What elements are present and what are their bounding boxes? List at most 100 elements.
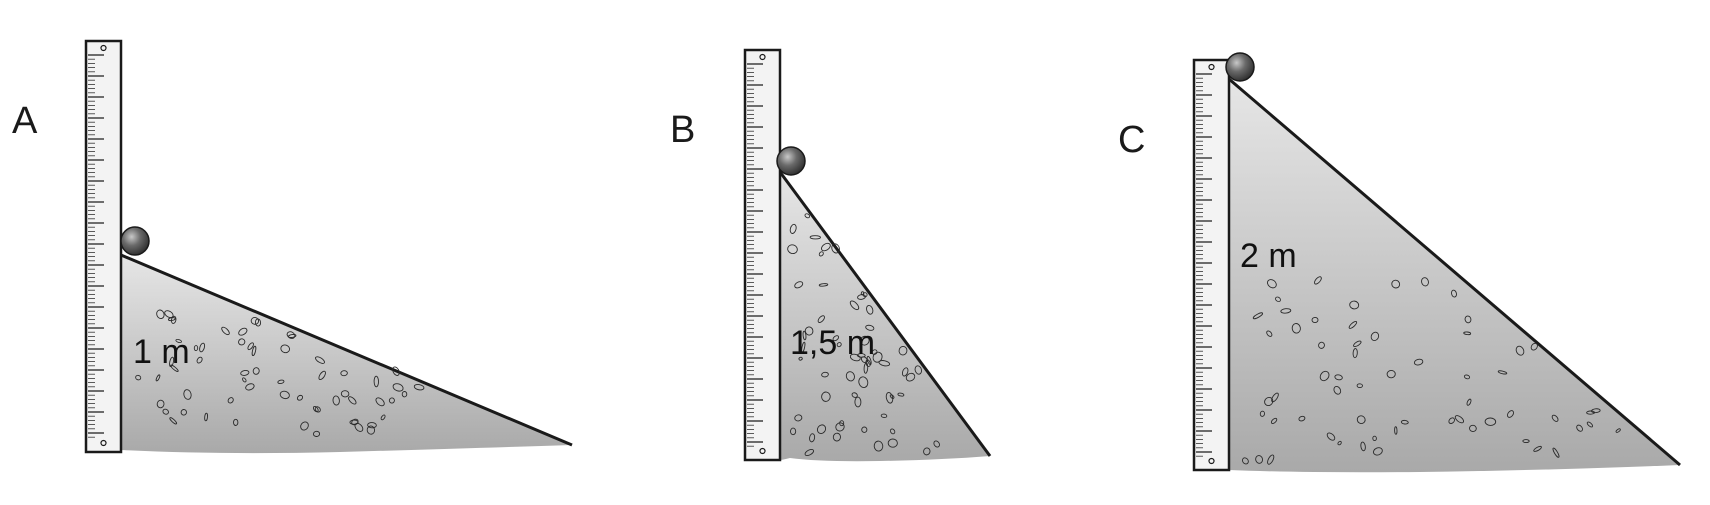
panel-c-height-label: 2 m [1240, 237, 1297, 275]
ruler-hole [1208, 63, 1215, 71]
pebble [170, 315, 177, 324]
pebble [1370, 331, 1380, 342]
pebble [871, 349, 878, 355]
pebble [859, 335, 870, 346]
pebble [794, 281, 804, 289]
pebble [366, 425, 376, 435]
pebble [1333, 385, 1342, 395]
ruler-body [743, 48, 782, 462]
panel-a-ball [120, 226, 150, 256]
pebble [1267, 279, 1277, 289]
pebble [340, 370, 348, 377]
pebble [809, 235, 821, 240]
pebble [1586, 421, 1594, 428]
panel-a-slope-line [120, 253, 573, 447]
pebble [863, 362, 869, 374]
pebble [1348, 320, 1358, 329]
pebble [199, 342, 206, 353]
pebble [804, 326, 814, 336]
pebble [1463, 331, 1472, 336]
pebble [1400, 419, 1409, 425]
pebble [1464, 315, 1472, 324]
pebble [242, 377, 247, 383]
pebble [1615, 428, 1621, 433]
pebble [836, 342, 842, 348]
pebble [1356, 415, 1366, 424]
pebble [367, 422, 377, 429]
pebble [1497, 370, 1508, 375]
panel-b-letter: B [670, 109, 695, 151]
panel-b-ball [776, 146, 806, 176]
pebble [1270, 417, 1278, 424]
pebble [1352, 348, 1358, 359]
pebble [1252, 312, 1264, 320]
pebble [839, 420, 845, 427]
ruler-hole [1208, 457, 1215, 465]
panel-b-pebbles [787, 213, 940, 457]
pebble [401, 391, 408, 398]
pebble [1280, 308, 1292, 314]
pebble [801, 341, 806, 353]
pebble [204, 412, 208, 422]
pebble [1349, 300, 1360, 310]
pebble [1394, 426, 1398, 435]
pebble [252, 367, 260, 375]
pebble [858, 376, 869, 388]
pebble [169, 417, 178, 425]
pebble [1466, 398, 1472, 406]
panel-c: C 2 m [1118, 52, 1681, 473]
pebble [898, 345, 908, 356]
panel-b: B 1,5 m [670, 48, 992, 462]
pebble [170, 364, 179, 372]
pebble [1360, 441, 1366, 452]
panel-a: A 1 m [12, 39, 573, 454]
pebble [817, 315, 825, 323]
pebble [392, 366, 400, 376]
pebble [1530, 342, 1538, 351]
pebble [1463, 374, 1471, 380]
pebble [1552, 447, 1560, 458]
pebble [332, 395, 340, 406]
pebble [1522, 439, 1530, 444]
ruler-hole [759, 447, 766, 455]
pebble [312, 405, 319, 413]
panel-c-ruler [1192, 58, 1231, 472]
panel-c-ball [1225, 52, 1255, 82]
pebble [238, 327, 248, 336]
panel-c-slope-line [1228, 77, 1681, 467]
pebble [1372, 435, 1377, 442]
pebble [296, 394, 304, 401]
pebble [856, 353, 866, 358]
pebble [1314, 276, 1322, 285]
pebble [155, 374, 161, 382]
pebble [373, 375, 379, 388]
pebble [1353, 340, 1362, 347]
pebble [897, 392, 905, 397]
pebble [821, 242, 831, 252]
pebble [135, 374, 142, 381]
pebble [1413, 358, 1424, 366]
pebble [789, 223, 797, 234]
ruler-hole [100, 439, 107, 447]
pebble [156, 309, 165, 320]
pebble [1318, 341, 1325, 349]
panel-b-slope-line [778, 171, 992, 457]
pebble [279, 390, 290, 400]
pebble [1326, 432, 1336, 441]
pebble [1271, 392, 1279, 403]
pebble [1576, 424, 1583, 432]
pebble [878, 360, 891, 367]
pebble [831, 243, 840, 254]
pebble [247, 342, 254, 351]
pebble [162, 408, 169, 415]
pebble [860, 356, 868, 364]
pebble [1451, 289, 1457, 298]
pebble [861, 426, 868, 433]
pebble [809, 433, 816, 443]
pebble [889, 394, 895, 399]
pebble [156, 399, 165, 409]
pebble [318, 370, 326, 381]
pebble [1275, 296, 1281, 303]
pebble [849, 353, 861, 362]
